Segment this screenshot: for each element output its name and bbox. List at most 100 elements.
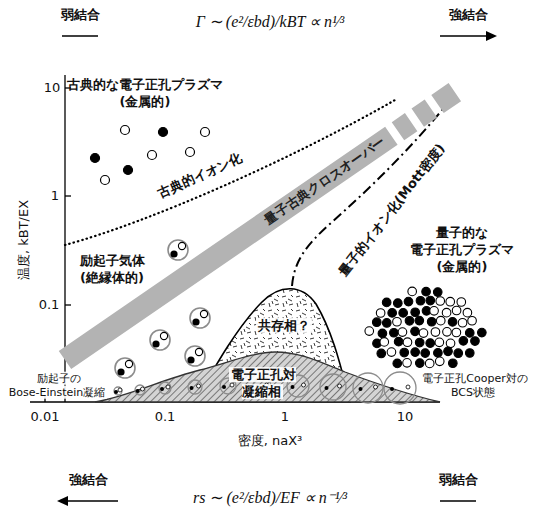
particle-dot xyxy=(388,309,397,318)
region-label-box: 電子正孔Cooper対の BCS状態 xyxy=(324,372,537,401)
arrow-head xyxy=(57,496,68,506)
hole-dot xyxy=(178,242,185,249)
particle-dot xyxy=(478,328,487,337)
exciton-pair xyxy=(168,240,188,260)
electron-dot xyxy=(190,386,194,390)
coupling-label: 強結合 xyxy=(69,472,108,487)
particle-dot xyxy=(471,337,480,346)
particle-dot xyxy=(403,338,412,347)
electron-dot xyxy=(325,386,329,390)
electron-dot xyxy=(152,340,159,347)
exciton-orbit xyxy=(190,308,210,328)
condensate-region: 電子正孔対 凝縮相 xyxy=(90,345,445,405)
node-text-box: 量子古典クロスオーバー xyxy=(261,134,388,228)
particle-dot xyxy=(457,298,466,307)
hole-dot xyxy=(118,388,122,392)
coupling-label-box: 強結合 xyxy=(449,7,488,23)
region-label: 古典的な電子正孔プラズマ (金属的) xyxy=(67,77,223,109)
coupling-parameter: rs ∼ (e²/εbd)/EF ∝ n⁻¹⁄³ xyxy=(193,489,347,506)
tick-label-box: 10 xyxy=(44,80,61,96)
tick-label: 0.01 xyxy=(31,409,60,424)
pair-ring xyxy=(287,375,309,397)
node-text-box: 電子正孔対 凝縮相 xyxy=(112,367,412,401)
hole-dot xyxy=(141,387,145,391)
particle-dot xyxy=(421,349,430,358)
electron-dot xyxy=(390,387,394,391)
tick-label-box: 10 xyxy=(397,409,414,425)
particle-dot xyxy=(411,308,420,317)
region-label-box: 量子的な 電子正孔プラズマ (金属的) xyxy=(312,225,537,276)
particle-dot xyxy=(468,316,477,325)
hole-dot xyxy=(125,360,132,367)
axis-tick xyxy=(65,195,71,196)
exciton-pair xyxy=(115,358,135,378)
tick-label-box: 0.1 xyxy=(39,297,60,313)
pair-ring xyxy=(253,377,271,395)
exciton-pair xyxy=(185,346,205,366)
particle-dot xyxy=(443,328,452,337)
exciton-pair xyxy=(150,330,170,350)
particle-dot xyxy=(148,151,157,160)
particle-dot xyxy=(124,166,133,175)
electron-dot xyxy=(291,385,295,389)
particle-dot xyxy=(419,329,428,338)
coupling-dash xyxy=(62,35,98,37)
pair-orbit xyxy=(135,385,145,395)
classical-ionization-line xyxy=(65,100,395,245)
particle-dot xyxy=(393,317,402,326)
particle-dot xyxy=(376,309,385,318)
coupling-dash xyxy=(440,500,476,502)
tick-label: 0.1 xyxy=(39,297,60,312)
particle-dot xyxy=(382,319,391,328)
particle-dot xyxy=(415,316,424,325)
particle-dot xyxy=(444,347,453,356)
particle-dot xyxy=(377,349,386,358)
hole-dot xyxy=(160,332,167,339)
arrow-head xyxy=(486,31,497,41)
particle-dot xyxy=(378,329,387,338)
tick-label: 10 xyxy=(397,409,414,424)
particle-dot xyxy=(382,298,391,307)
exciton-orbit xyxy=(185,346,205,366)
particle-dot xyxy=(431,328,440,337)
pair-ring xyxy=(384,372,416,404)
exciton-orbit xyxy=(115,358,135,378)
hole-dot xyxy=(338,384,342,388)
particle-dot xyxy=(365,327,374,336)
coupling-label: 弱結合 xyxy=(439,472,478,487)
particle-dot xyxy=(425,359,434,368)
electron-dot xyxy=(114,390,118,394)
particle-dot xyxy=(458,318,467,327)
particle-dot xyxy=(448,318,457,327)
hole-dot xyxy=(374,385,378,389)
particle-dot xyxy=(186,148,195,157)
particle-dot xyxy=(436,316,445,325)
particle-dot xyxy=(446,339,455,348)
pair-ring xyxy=(188,380,202,394)
region-label-box: 励起子気体 (絶縁体的) xyxy=(0,253,262,287)
pair-ring xyxy=(135,385,145,395)
pair-orbit xyxy=(188,380,202,394)
hole-dot xyxy=(302,383,306,387)
tick-label-box: 1 xyxy=(281,409,289,425)
particle-dot xyxy=(399,309,408,318)
hole-dot xyxy=(166,385,170,389)
region-label: 励起子気体 (絶縁体的) xyxy=(80,253,145,285)
exciton-pair xyxy=(190,308,210,328)
particle-dot xyxy=(446,297,455,306)
particle-dot xyxy=(91,154,100,163)
pair-orbit xyxy=(220,378,236,394)
particle-dot xyxy=(459,337,468,346)
pair-orbit xyxy=(353,373,383,403)
coupling-label: 弱結合 xyxy=(61,7,100,22)
hole-dot xyxy=(265,383,269,387)
exciton-orbit xyxy=(168,240,188,260)
coupling-arrow xyxy=(440,35,490,37)
quantum-particles xyxy=(365,287,486,368)
pair-orbit xyxy=(320,374,346,400)
axis-label-box: 温度, kBT/EX xyxy=(16,200,32,280)
particle-dot xyxy=(452,306,461,315)
particle-dot xyxy=(411,348,420,357)
particle-dot xyxy=(121,126,130,135)
